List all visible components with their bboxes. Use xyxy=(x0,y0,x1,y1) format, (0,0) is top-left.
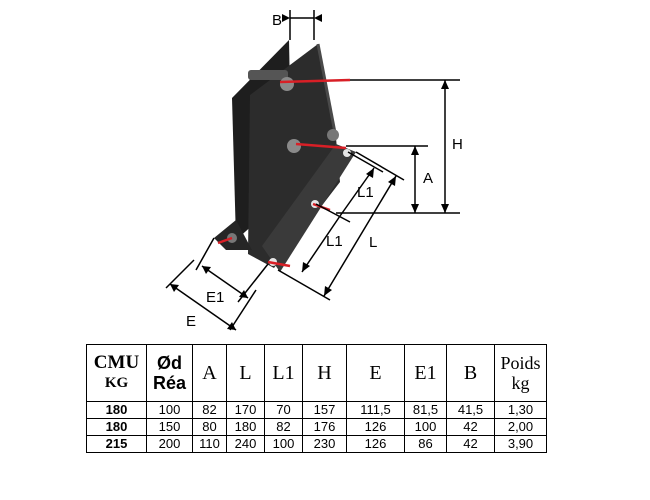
cell-b: 42 xyxy=(446,418,495,436)
plate-edge xyxy=(316,43,338,139)
specification-table: CMU KG Ød Réa A L L1 H E E1 B Poids kg 1… xyxy=(86,344,547,453)
cell-e1: 86 xyxy=(404,435,447,453)
header-a: A xyxy=(192,344,227,402)
cell-diameter: 100 xyxy=(146,401,193,419)
cell-cmu: 180 xyxy=(86,418,147,436)
cell-e: 126 xyxy=(346,435,405,453)
cell-h: 157 xyxy=(302,401,347,419)
header-b: B xyxy=(446,344,495,402)
header-e: E xyxy=(346,344,405,402)
cell-e: 126 xyxy=(346,418,405,436)
label-B: B xyxy=(272,12,282,29)
header-diameter: Ød Réa xyxy=(146,344,193,402)
cell-poids: 1,30 xyxy=(494,401,547,419)
cell-poids: 3,90 xyxy=(494,435,547,453)
hole-1 xyxy=(343,149,351,157)
cell-diameter: 200 xyxy=(146,435,193,453)
cell-a: 80 xyxy=(192,418,227,436)
cell-poids: 2,00 xyxy=(494,418,547,436)
table-header-row: CMU KG Ød Réa A L L1 H E E1 B Poids kg xyxy=(86,344,547,402)
front-side-plate xyxy=(248,44,340,268)
cell-h: 230 xyxy=(302,435,347,453)
cell-b: 41,5 xyxy=(446,401,495,419)
cell-l: 240 xyxy=(226,435,265,453)
header-l: L xyxy=(226,344,265,402)
base-flange xyxy=(262,144,356,272)
table-row: 215 200 110 240 100 230 126 86 42 3,90 xyxy=(86,435,547,453)
cell-cmu: 215 xyxy=(86,435,147,453)
bolt-middle xyxy=(287,129,339,153)
pulley-block-diagram: B H A L1 L1 L E1 E xyxy=(165,10,463,331)
label-E1: E1 xyxy=(206,289,224,306)
cell-b: 42 xyxy=(446,435,495,453)
cell-cmu: 180 xyxy=(86,401,147,419)
cell-l1: 100 xyxy=(264,435,303,453)
header-e1: E1 xyxy=(404,344,447,402)
label-H: H xyxy=(452,136,463,153)
header-l1: L1 xyxy=(264,344,303,402)
label-A: A xyxy=(423,170,433,187)
label-L1-lower: L1 xyxy=(326,233,343,250)
header-poids: Poids kg xyxy=(494,344,547,402)
cell-a: 110 xyxy=(192,435,227,453)
cell-l: 170 xyxy=(226,401,265,419)
label-E: E xyxy=(186,313,196,330)
table-row: 180 150 80 180 82 176 126 100 42 2,00 xyxy=(86,418,547,436)
label-L1-upper: L1 xyxy=(357,184,374,201)
cell-e1: 81,5 xyxy=(404,401,447,419)
table-row: 180 100 82 170 70 157 111,5 81,5 41,5 1,… xyxy=(86,401,547,419)
cell-l1: 70 xyxy=(264,401,303,419)
cell-l: 180 xyxy=(226,418,265,436)
cell-e: 111,5 xyxy=(346,401,405,419)
cell-diameter: 150 xyxy=(146,418,193,436)
header-h: H xyxy=(302,344,347,402)
header-cmu: CMU KG xyxy=(86,344,147,402)
cell-e1: 100 xyxy=(404,418,447,436)
dimension-arrowheads xyxy=(170,14,449,330)
cell-a: 82 xyxy=(192,401,227,419)
label-L: L xyxy=(369,234,377,251)
cell-l1: 82 xyxy=(264,418,303,436)
cell-h: 176 xyxy=(302,418,347,436)
dimension-lines xyxy=(165,10,460,331)
